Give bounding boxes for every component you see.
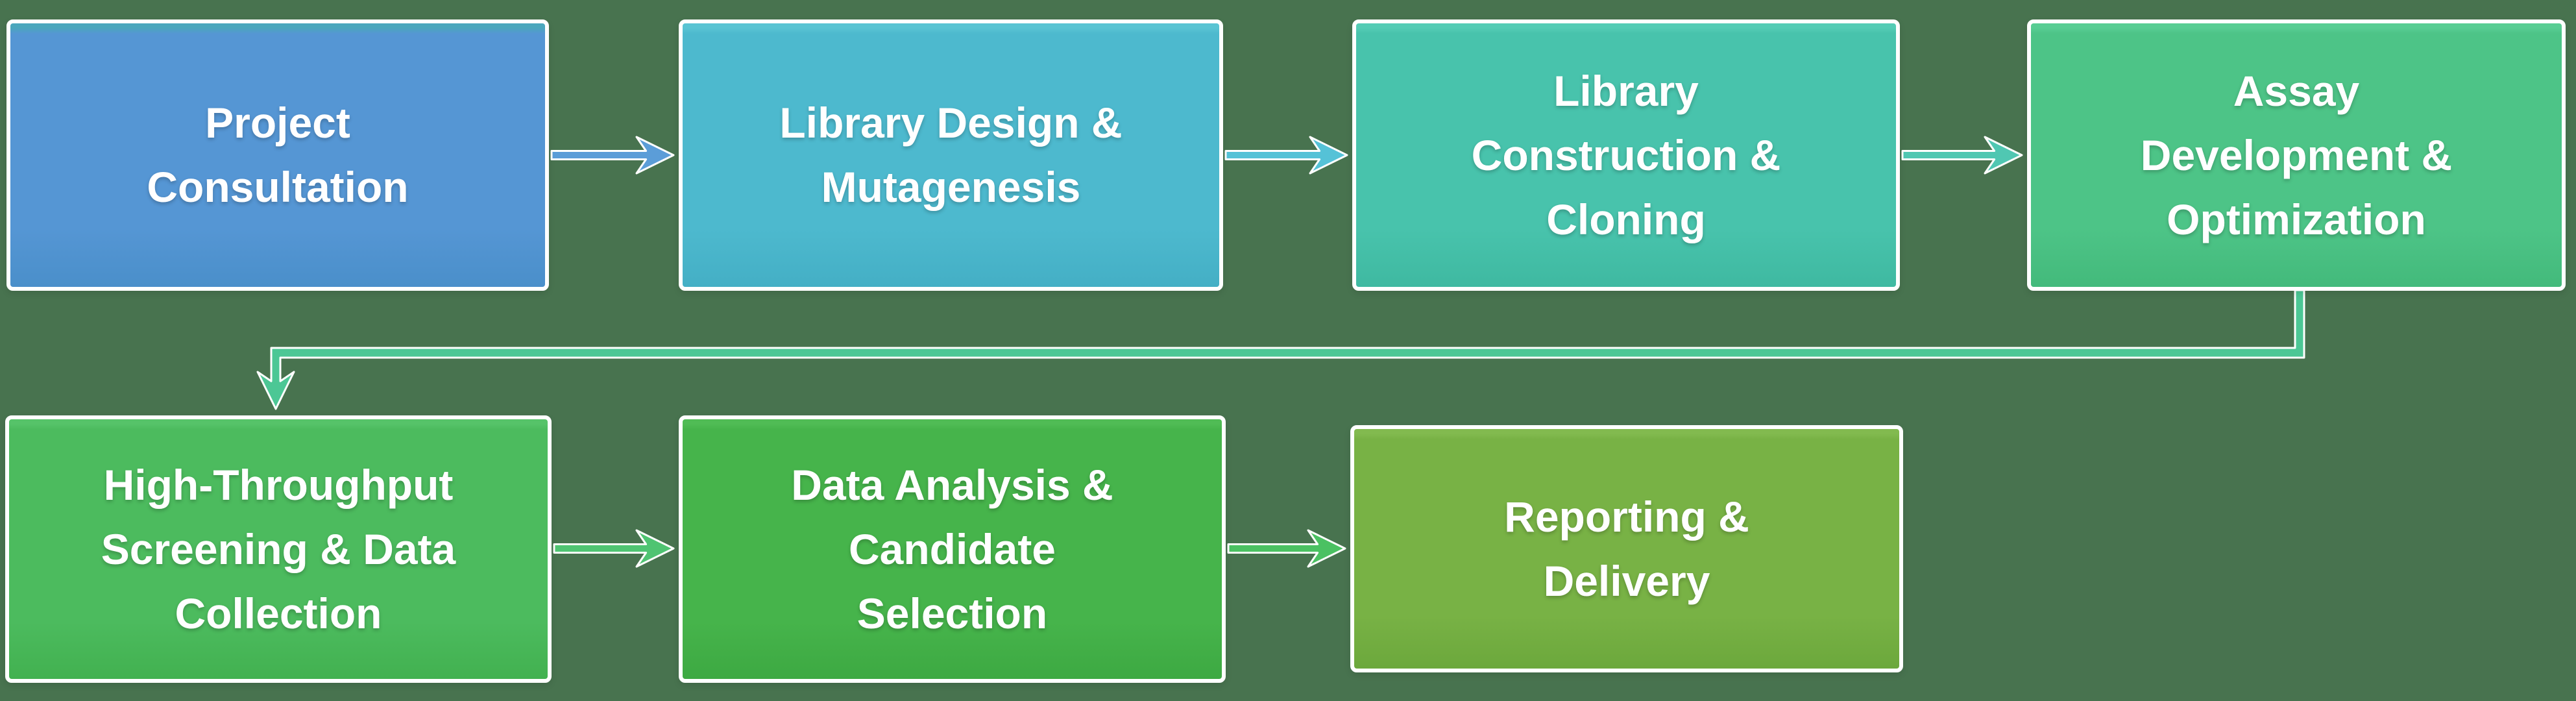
arrow-step5-step6 (553, 529, 675, 568)
step-box-project-consultation: Project Consultation (6, 19, 549, 291)
arrow-step6-step7 (1227, 529, 1346, 568)
step-box-library-design-mutagenesis: Library Design & Mutagenesis (679, 19, 1223, 291)
arrow-step2-step3 (1224, 136, 1348, 175)
step-label-data-analysis-candidate-selection: Data Analysis & Candidate Selection (791, 460, 1113, 637)
step-label-high-throughput-screening: High-Throughput Screening & Data Collect… (101, 460, 456, 637)
step-box-data-analysis-candidate-selection: Data Analysis & Candidate Selection (679, 415, 1226, 683)
step-label-library-construction-cloning: Library Construction & Cloning (1471, 66, 1781, 243)
arrow-step3-step4 (1901, 136, 2023, 175)
step-box-high-throughput-screening: High-Throughput Screening & Data Collect… (5, 415, 552, 683)
step-label-project-consultation: Project Consultation (147, 99, 409, 211)
step-label-reporting-delivery: Reporting & Delivery (1504, 492, 1749, 605)
elbow-arrow-step4-step5 (256, 289, 2305, 410)
step-label-assay-development-optimization: Assay Development & Optimization (2140, 66, 2453, 243)
arrow-step1-step2 (550, 136, 675, 175)
step-box-assay-development-optimization: Assay Development & Optimization (2027, 19, 2566, 291)
step-label-library-design-mutagenesis: Library Design & Mutagenesis (779, 99, 1123, 211)
step-box-reporting-delivery: Reporting & Delivery (1350, 425, 1903, 672)
step-box-library-construction-cloning: Library Construction & Cloning (1352, 19, 1900, 291)
